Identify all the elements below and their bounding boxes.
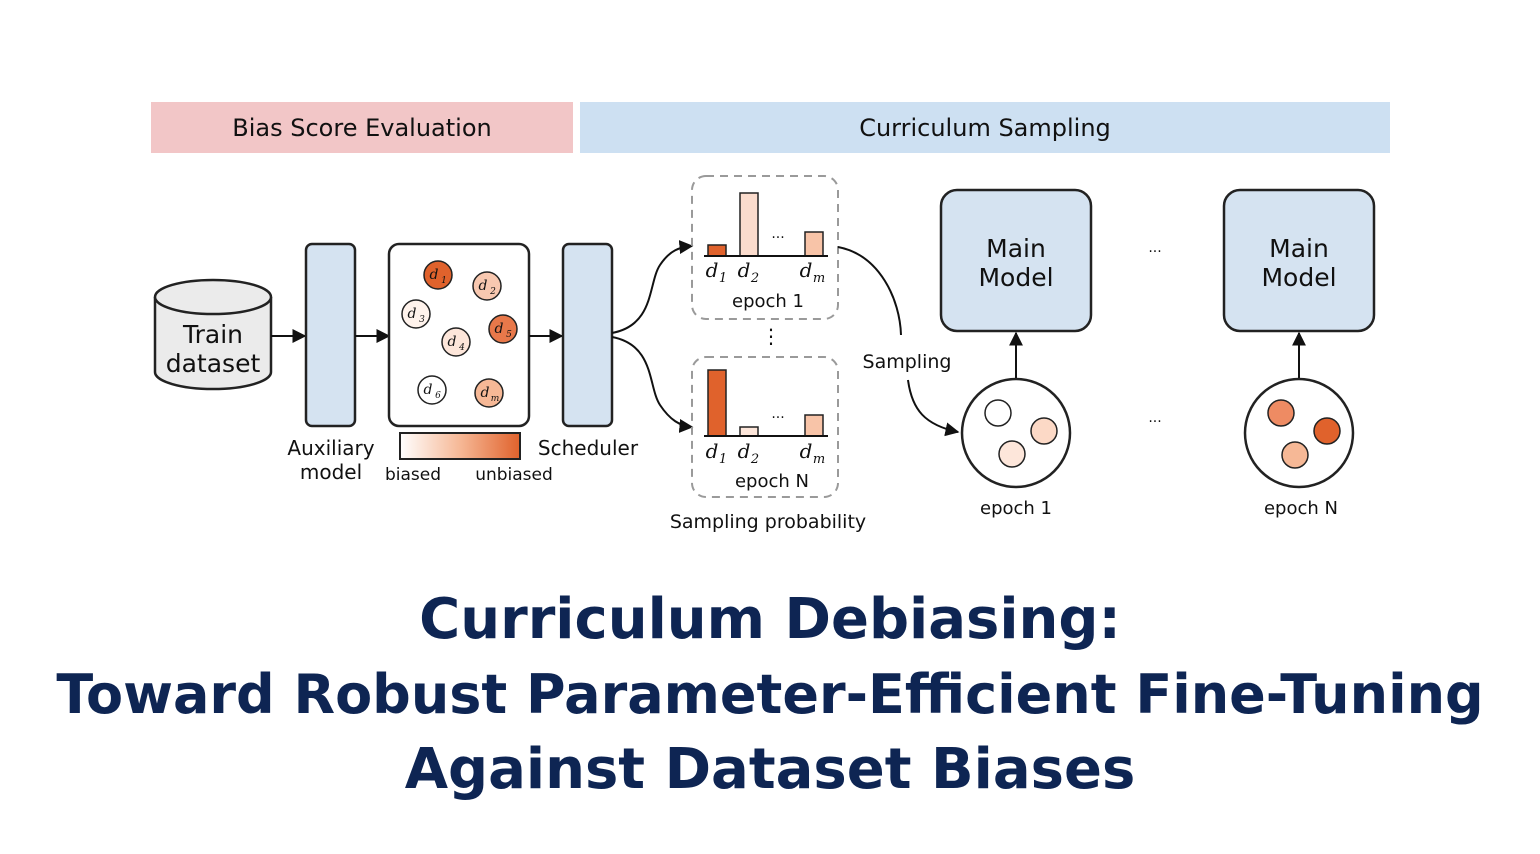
svg-text:d: d — [424, 382, 433, 398]
sample-d2: d 2 — [472, 271, 502, 301]
main-model-epoch1-line2: Model — [978, 263, 1053, 292]
auxiliary-model-label-line2: model — [300, 460, 362, 484]
colorbar-biased-label: biased — [385, 465, 441, 485]
sample-d5: d 5 — [488, 314, 518, 344]
sample-d3: d 3 — [401, 299, 431, 329]
svg-text:d: d — [800, 258, 813, 282]
histN-x1-sub: 1 — [719, 452, 727, 467]
curriculum-sampling-header — [580, 102, 1390, 153]
train-dataset-label-line1: Train — [182, 320, 243, 349]
sample-d4: d 4 — [441, 327, 471, 357]
histN-epoch-label: epoch N — [735, 471, 809, 492]
histN-x3-sub: m — [813, 452, 825, 467]
main-model-epochN — [1222, 188, 1376, 333]
title-line-2: Toward Robust Parameter-Efficient Fine-T… — [56, 663, 1484, 726]
histN-bar-dm — [804, 414, 824, 437]
bias-score-evaluation-header — [151, 102, 573, 153]
svg-text:d: d — [706, 439, 719, 463]
sample-dm-sub: m — [491, 394, 500, 404]
histN-bar-d1 — [707, 369, 727, 437]
hist1-x1-sub: 1 — [719, 271, 727, 286]
hist1-x2-sub: 2 — [750, 271, 759, 286]
histN-bar-d2 — [739, 426, 759, 437]
bias-score-evaluation-label: Bias Score Evaluation — [232, 114, 491, 142]
bias-colorbar — [399, 432, 521, 460]
sampling-arrow — [837, 246, 958, 432]
svg-text:d: d — [430, 267, 439, 283]
svg-text:d: d — [479, 278, 488, 294]
models-ellipsis: ... — [1148, 240, 1161, 256]
hist1-bar-d2 — [739, 192, 759, 257]
curriculum-sampling-label: Curriculum Sampling — [859, 114, 1111, 142]
scheduler-label: Scheduler — [538, 436, 639, 460]
svg-text:d: d — [706, 258, 719, 282]
hist1-xlabels: d 1 d 2 d m — [706, 258, 826, 286]
svg-text:d: d — [738, 258, 751, 282]
main-model-epochN-line1: Main — [1269, 234, 1329, 263]
histogram-epochN-frame — [691, 356, 839, 498]
colorbar-unbiased-label: unbiased — [475, 465, 553, 485]
hist1-bar-dm — [804, 231, 824, 257]
arrow-scheduler-to-epoch1 — [611, 240, 694, 334]
arrow-scheduler-to-epochN — [611, 336, 694, 433]
batchN-sample-c — [1281, 441, 1309, 469]
batch-epochN-label: epoch N — [1264, 498, 1338, 519]
batchN-sample-a — [1267, 399, 1295, 427]
page-title: Curriculum Debiasing: Toward Robust Para… — [0, 582, 1540, 807]
hist1-epoch-label: epoch 1 — [732, 291, 804, 312]
main-model-epoch1-line1: Main — [986, 234, 1046, 263]
sampling-probability-label: Sampling probability — [670, 511, 866, 533]
batchN-sample-b — [1313, 417, 1341, 445]
sample-d1: d 1 — [423, 260, 453, 290]
title-line-1: Curriculum Debiasing: — [419, 587, 1121, 652]
sample-d2-sub: 2 — [489, 287, 496, 297]
main-model-epochN-line2: Model — [1261, 263, 1336, 292]
sampling-label: Sampling — [863, 351, 952, 373]
svg-text:d: d — [448, 334, 457, 350]
auxiliary-model-label-line1: Auxiliary — [287, 436, 374, 460]
sample-d3-sub: 3 — [419, 315, 425, 325]
histogram-epoch1-bars — [704, 192, 828, 257]
batch1-sample-c — [998, 440, 1026, 468]
hist1-bar-d1 — [707, 244, 727, 257]
svg-text:d: d — [738, 439, 751, 463]
hist1-ellipsis: ... — [771, 226, 784, 242]
batch1-sample-b — [1030, 417, 1058, 445]
auxiliary-model-block — [304, 242, 357, 428]
histogram-epochN-bars — [704, 369, 828, 437]
hist1-x3-sub: m — [813, 271, 825, 286]
histN-xlabels: d 1 d 2 d m — [706, 439, 826, 467]
svg-text:d: d — [800, 439, 813, 463]
train-dataset-label-line2: dataset — [166, 349, 261, 378]
main-model-epoch1 — [939, 188, 1093, 333]
svg-text:d: d — [495, 321, 504, 337]
sample-d1-sub: 1 — [441, 276, 447, 286]
batches-ellipsis: ... — [1148, 410, 1161, 426]
svg-text:d: d — [481, 385, 490, 401]
histN-ellipsis: ... — [771, 406, 784, 422]
batch1-sample-a — [984, 399, 1012, 427]
histN-x2-sub: 2 — [750, 452, 759, 467]
sample-d6-sub: 6 — [435, 391, 441, 401]
title-line-3: Against Dataset Biases — [404, 737, 1136, 802]
sample-d6: d 6 — [417, 375, 447, 405]
train-dataset-icon — [153, 278, 273, 391]
batch-epoch1-label: epoch 1 — [980, 498, 1052, 519]
scheduler-block — [561, 242, 614, 428]
sample-dm: d m — [474, 378, 504, 408]
svg-text:d: d — [408, 306, 417, 322]
sample-d5-sub: 5 — [506, 330, 512, 340]
histograms-vdots: ⋮ — [761, 324, 781, 348]
sample-d4-sub: 4 — [458, 343, 465, 353]
